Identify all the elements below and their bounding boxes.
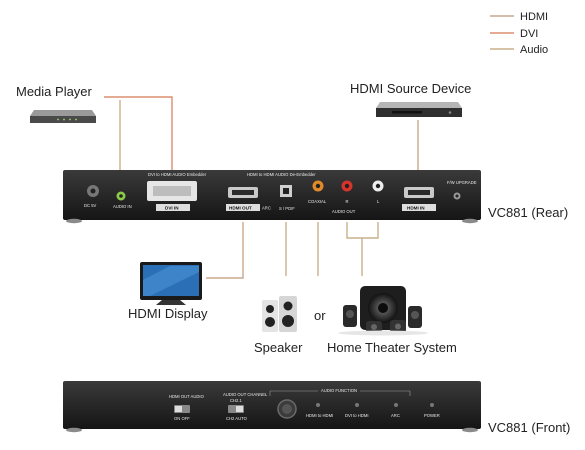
front-audio-out-channel-label: AUDIO OUT CHANNEL [223, 392, 268, 397]
front-panel-caption: VC881 (Front) [488, 420, 570, 435]
rear-l-label: L [377, 199, 380, 204]
front-arc-label: ARC [391, 413, 400, 418]
media-player-body [30, 110, 96, 116]
hdmi-source-label: HDMI Source Device [350, 81, 471, 96]
rear-r-label: R [346, 199, 349, 204]
rear-spdif-label: S / PDIF [279, 206, 295, 211]
front-channel-setting-label: CH2.1 [230, 398, 243, 403]
rear-panel-caption: VC881 (Rear) [488, 205, 568, 220]
front-panel-body [63, 381, 481, 429]
hdmi-source-device: HDMI Source Device [350, 81, 471, 117]
media-player: Media Player [16, 84, 96, 123]
hdmi-display: HDMI Display [128, 262, 208, 321]
rear-fw-upgrade-label: F/W UPGRADE [447, 180, 477, 185]
legend-hdmi-label: HDMI [520, 11, 548, 23]
rear-coaxial-label: COAXIAL [308, 199, 327, 204]
front-ch2-auto-label: CH2 AUTO [226, 416, 248, 421]
vc881-rear-panel: DVI to HDMI AUDIO Embedder HDMI to HDMI … [63, 170, 568, 224]
rear-arc-label: ARC [262, 206, 271, 211]
hdmi-to-hdmi-led [316, 403, 320, 407]
front-dvi-to-hdmi-label: DVI to HDMI [345, 413, 369, 418]
arc-led [394, 403, 398, 407]
speaker-left [262, 300, 278, 332]
legend-dvi-label: DVI [520, 28, 538, 40]
speaker-label: Speaker [254, 340, 303, 355]
rear-dvi-in-label: DVI IN [165, 206, 179, 211]
legend-audio-label: Audio [520, 44, 548, 56]
cable-hdmi-out [206, 222, 244, 279]
hdmi-source-body [376, 102, 462, 108]
front-audio-function-label: AUDIO FUNCTION [321, 388, 357, 393]
rear-power-label: DC 5V [84, 203, 97, 208]
front-power-label: POWER [424, 413, 440, 418]
media-player-label: Media Player [16, 84, 93, 99]
rear-dvi-embedder-label: DVI to HDMI AUDIO Embedder [148, 172, 207, 177]
display-stand [156, 300, 186, 305]
front-on-off-label: ON OFF [174, 416, 190, 421]
front-hdmi-to-hdmi-label: HDMI to HDMI [306, 413, 333, 418]
rear-hdmi-in-label: HDMI IN [407, 206, 425, 211]
rear-hdmi-deembedder-label: HDMI to HDMI AUDIO De-Embedder [247, 172, 316, 177]
dvi-to-hdmi-led [355, 403, 359, 407]
cable-dvi-in [104, 96, 173, 171]
home-theater-system: Home Theater System [327, 286, 457, 355]
home-theater-label: Home Theater System [327, 340, 457, 355]
rear-audio-in-label: AUDIO IN [113, 204, 132, 209]
hdmi-display-label: HDMI Display [128, 306, 208, 321]
cables [104, 96, 419, 279]
or-label: or [314, 308, 326, 323]
speaker: Speaker [254, 296, 303, 355]
power-led [430, 403, 434, 407]
front-hdmi-out-audio-label: HDMI OUT AUDIO [169, 394, 205, 399]
vc881-front-panel: HDMI OUT AUDIO ON OFF AUDIO OUT CHANNEL … [63, 381, 570, 435]
rear-audio-out-label: AUDIO OUT [332, 209, 356, 214]
legend: HDMI DVI Audio [490, 11, 548, 56]
cable-analog-out [346, 222, 379, 276]
rear-hdmi-out-label: HDMI OUT [229, 206, 252, 211]
